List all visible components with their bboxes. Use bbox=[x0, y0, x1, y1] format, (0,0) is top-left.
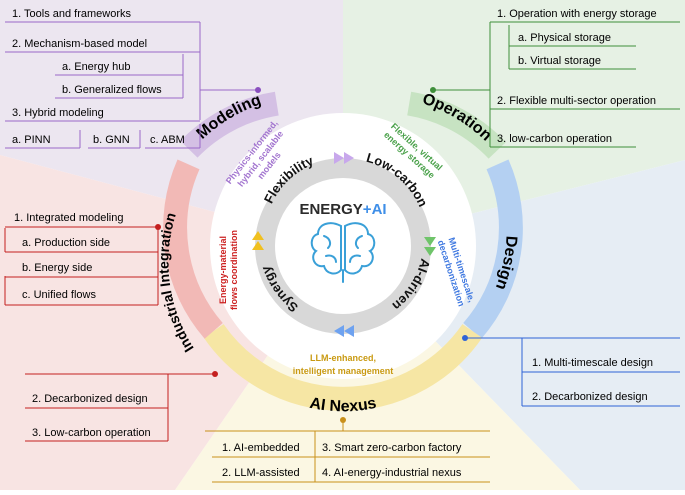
operation-item-virtual: b. Virtual storage bbox=[518, 55, 601, 67]
industrial-item-integrated: 1. Integrated modeling bbox=[14, 212, 123, 224]
modeling-item-abm: c. ABM bbox=[150, 134, 185, 146]
design-tree bbox=[465, 337, 680, 407]
industrial-item-flows: c. Unified flows bbox=[22, 289, 96, 301]
modeling-item-gnn: b. GNN bbox=[93, 134, 130, 146]
arrow-right-icon bbox=[334, 152, 354, 164]
ai-nexus-item-llm: 2. LLM-assisted bbox=[222, 467, 300, 479]
modeling-item-mechanism: 2. Mechanism-based model bbox=[12, 38, 147, 50]
industrial-item-production: a. Production side bbox=[22, 237, 110, 249]
design-item-multi-timescale: 1. Multi-timescale design bbox=[532, 357, 653, 369]
svg-text:intelligent management: intelligent management bbox=[293, 366, 394, 376]
industrial-connector-dot-bottom bbox=[212, 371, 218, 377]
center-disc bbox=[275, 178, 411, 314]
operation-item-multi-sector: 2. Flexible multi-sector operation bbox=[497, 95, 656, 107]
svg-text:LLM-enhanced,: LLM-enhanced, bbox=[310, 353, 376, 363]
operation-tree bbox=[433, 21, 680, 148]
operation-connector-dot bbox=[430, 87, 436, 93]
center-title: ENERGY+AI bbox=[299, 201, 386, 218]
industrial-connector-dot-top bbox=[155, 224, 161, 230]
modeling-tree bbox=[5, 21, 258, 149]
middle-text-industrial: Energy-material flows coordination bbox=[218, 230, 239, 310]
arrow-down-icon bbox=[424, 237, 436, 256]
industrial-item-energy: b. Energy side bbox=[22, 262, 92, 274]
ai-nexus-item-factory: 3. Smart zero-carbon factory bbox=[322, 442, 462, 454]
brain-icon bbox=[310, 222, 376, 283]
svg-text:Energy-material: Energy-material bbox=[218, 236, 228, 304]
operation-item-storage: 1. Operation with energy storage bbox=[497, 8, 657, 20]
industrial-tree bbox=[4, 226, 215, 442]
middle-text-ai-nexus: LLM-enhanced, intelligent management bbox=[293, 353, 394, 376]
ring-label-ai-nexus: AI Nexus bbox=[308, 395, 378, 416]
arrow-left-icon bbox=[334, 325, 354, 337]
ai-nexus-item-embedded: 1. AI-embedded bbox=[222, 442, 300, 454]
ai-nexus-tree bbox=[205, 420, 490, 483]
arrow-up-icon bbox=[252, 231, 264, 250]
ai-nexus-item-nexus: 4. AI-energy-industrial nexus bbox=[322, 467, 462, 479]
modeling-item-pinn: a. PINN bbox=[12, 134, 51, 146]
svg-text:flows coordination: flows coordination bbox=[229, 230, 239, 310]
design-connector-dot bbox=[462, 335, 468, 341]
modeling-item-hybrid: 3. Hybrid modeling bbox=[12, 107, 104, 119]
operation-item-low-carbon: 3. low-carbon operation bbox=[497, 133, 612, 145]
modeling-connector-dot bbox=[255, 87, 261, 93]
operation-item-physical: a. Physical storage bbox=[518, 32, 611, 44]
outer-ring bbox=[163, 91, 523, 411]
industrial-item-decarbonized: 2. Decarbonized design bbox=[32, 393, 148, 405]
ai-nexus-connector-dot bbox=[340, 417, 346, 423]
modeling-item-tools: 1. Tools and frameworks bbox=[12, 8, 132, 20]
design-item-decarbonized: 2. Decarbonized design bbox=[532, 391, 648, 403]
modeling-item-generalized-flows: b. Generalized flows bbox=[62, 84, 162, 96]
modeling-item-energy-hub: a. Energy hub bbox=[62, 61, 131, 73]
industrial-item-low-carbon: 3. Low-carbon operation bbox=[32, 427, 151, 439]
